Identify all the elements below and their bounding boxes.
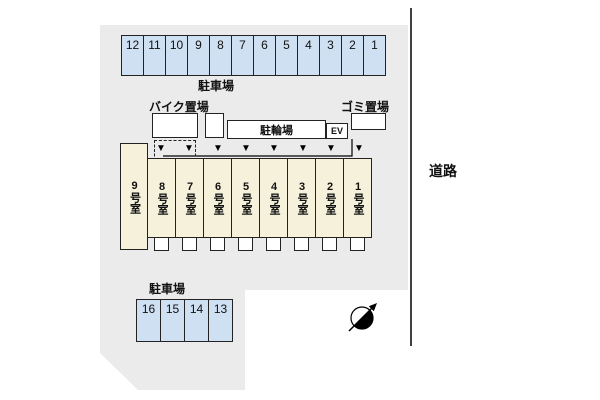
entrance-arrow-icon: ▼: [213, 143, 223, 154]
room-unit: 9号室: [120, 143, 148, 250]
balcony: [154, 237, 169, 251]
room-label: 1号室: [352, 181, 364, 215]
parking-space: 16: [136, 299, 161, 342]
room-label: 9号室: [128, 179, 141, 214]
room-label: 6号室: [212, 181, 224, 215]
parking-space: 12: [121, 35, 144, 76]
room-unit: 2号室: [315, 158, 344, 238]
bike-parking-label: バイク置場: [149, 100, 209, 114]
parking-space: 13: [208, 299, 233, 342]
parking-space: 10: [165, 35, 188, 76]
entrance-arrow-icon: ▼: [298, 143, 308, 154]
room-unit: 8号室: [147, 158, 176, 238]
entrance-arrow-icon: ▼: [241, 143, 251, 154]
garbage-box: [351, 113, 386, 130]
entrance-arrow-icon: ▼: [326, 143, 336, 154]
balcony: [322, 237, 337, 251]
room-unit: 1号室: [343, 158, 372, 238]
parking-space: 8: [209, 35, 232, 76]
balcony: [266, 237, 281, 251]
parking-space: 15: [160, 299, 185, 342]
room-unit: 5号室: [231, 158, 260, 238]
parking-space: 9: [187, 35, 210, 76]
elevator-box: EV: [326, 123, 348, 139]
parking-space: 7: [231, 35, 254, 76]
parking-space: 1: [363, 35, 386, 76]
balcony: [350, 237, 365, 251]
parking-space: 6: [253, 35, 276, 76]
bike-parking-box: [152, 113, 198, 138]
bicycle-parking-box: 駐輪場: [227, 120, 326, 139]
parking-space: 3: [319, 35, 342, 76]
parking-space: 4: [297, 35, 320, 76]
entrance-arrow-icon: ▼: [269, 143, 279, 154]
room-label: 5号室: [240, 181, 252, 215]
balcony: [210, 237, 225, 251]
parking-top-label: 駐車場: [198, 79, 235, 93]
parking-space: 2: [341, 35, 364, 76]
room-unit: 7号室: [175, 158, 204, 238]
entrance-arrow-icon: ▼: [354, 143, 364, 154]
bike-parking-box-small: [205, 113, 224, 138]
compass-icon: [348, 303, 377, 332]
corridor-line: [163, 139, 353, 157]
room-label: 7号室: [184, 181, 196, 215]
room-label: 2号室: [324, 181, 336, 215]
room-unit: 6号室: [203, 158, 232, 238]
parking-bottom-label: 駐車場: [149, 282, 186, 296]
balcony: [182, 237, 197, 251]
entrance-arrow-icon: ▼: [184, 143, 194, 154]
room-unit: 3号室: [287, 158, 316, 238]
road-label: 道路: [429, 163, 457, 179]
room-label: 8号室: [156, 181, 168, 215]
garbage-label: ゴミ置場: [341, 100, 390, 114]
balcony: [238, 237, 253, 251]
room-label: 3号室: [296, 181, 308, 215]
parking-space: 14: [184, 299, 209, 342]
parking-space: 5: [275, 35, 298, 76]
room-unit: 4号室: [259, 158, 288, 238]
entrance-arrow-icon: ▼: [156, 143, 166, 154]
balcony: [294, 237, 309, 251]
room-label: 4号室: [268, 181, 280, 215]
parking-space: 11: [143, 35, 166, 76]
